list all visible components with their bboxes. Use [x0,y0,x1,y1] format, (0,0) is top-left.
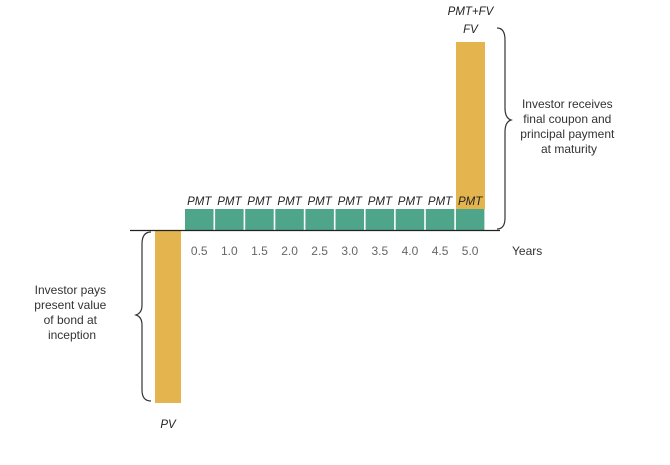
fv-principal-bar [456,42,485,209]
label-pmt-plus-fv: PMT+FV [448,6,495,18]
coupon-bar [185,209,214,230]
coupon-bar [395,209,425,230]
coupon-bar [455,209,485,230]
coupon-bar [425,209,455,230]
pmt-label: PMT [368,196,393,208]
coupon-bar [335,209,364,230]
pv-outflow-bar [155,231,181,403]
coupon-bar [245,209,274,230]
pmt-label: PMT [308,196,333,208]
period-tick-label: 2.5 [311,244,328,258]
note-inception: Investor pays present value of bond at i… [34,283,109,342]
pmt-label: PMT [277,196,302,208]
coupon-bar [365,209,395,230]
label-fv: FV [463,24,479,36]
period-tick-label: 4.0 [402,244,419,258]
axis-label-years: Years [512,244,542,258]
brace-right-icon [496,27,513,230]
period-tick-label: 1.5 [251,244,268,258]
period-tick-label: 4.5 [432,244,449,258]
period-tick-label: 3.5 [372,244,389,258]
coupon-bar [215,209,244,230]
coupon-payments: PMT 0.5 PMT 1.0 PMT 1.5 PMT 2.0 PMT 2.5 PMT 3.0 PMT 3… [185,196,485,258]
label-pv: PV [160,419,177,431]
pmt-label: PMT [398,196,423,208]
pmt-label: PMT [187,196,212,208]
pmt-label: PMT [247,196,272,208]
period-tick-label: 3.0 [341,244,358,258]
period-tick-label: 5.0 [462,244,479,258]
period-tick-label: 0.5 [191,244,208,258]
period-tick-label: 2.0 [281,244,298,258]
pmt-label: PMT [458,196,483,208]
pmt-label: PMT [428,196,453,208]
coupon-bar [275,209,304,230]
brace-left-icon [134,231,152,402]
pmt-label: PMT [217,196,242,208]
pmt-label: PMT [338,196,363,208]
note-maturity: Investor receives final coupon and princ… [520,97,617,156]
period-tick-label: 1.0 [221,244,238,258]
coupon-bar [305,209,334,230]
